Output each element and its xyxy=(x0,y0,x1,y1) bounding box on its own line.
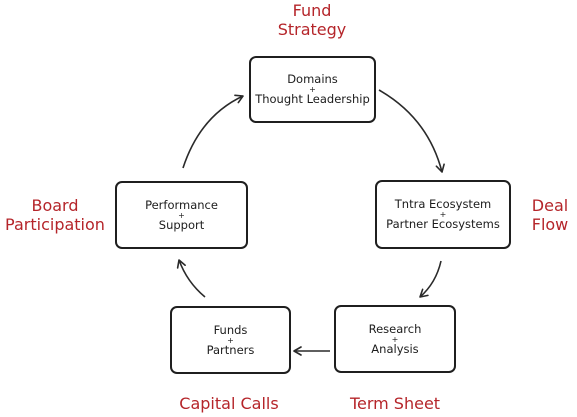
label-board-participation: Board Participation xyxy=(0,196,110,234)
arrow-domains-to-ecosystem xyxy=(378,89,445,173)
node-research-analysis: Research + Analysis xyxy=(334,305,456,373)
node-funds-line1: Funds xyxy=(213,322,248,337)
node-domains-line2: Thought Leadership xyxy=(255,92,370,106)
label-capital-calls: Capital Calls xyxy=(172,394,286,413)
node-research-line2: Analysis xyxy=(371,341,419,356)
node-funds-line2: Partners xyxy=(206,342,255,357)
label-deal-flow-line1: Deal xyxy=(531,196,569,215)
node-domains-thought-leadership: Domains + Thought Leadership xyxy=(249,56,376,123)
node-performance-support: Performance + Support xyxy=(115,181,248,249)
label-board-participation-line1: Board xyxy=(31,196,79,215)
node-funds-plus: + xyxy=(227,335,234,345)
node-performance-line2: Support xyxy=(158,217,205,232)
label-fund-strategy-line1: Fund xyxy=(292,1,332,20)
node-performance-line1: Performance xyxy=(145,197,218,212)
label-board-participation-line2: Participation xyxy=(5,215,105,234)
label-deal-flow-line2: Flow xyxy=(531,215,569,234)
node-funds-partners: Funds + Partners xyxy=(170,306,291,374)
label-capital-calls-text: Capital Calls xyxy=(179,394,279,413)
label-deal-flow: Deal Flow xyxy=(522,196,577,234)
label-term-sheet-text: Term Sheet xyxy=(349,394,441,413)
label-fund-strategy-line2: Strategy xyxy=(277,20,347,39)
arrow-funds-to-performance xyxy=(176,259,206,298)
node-tntra-partner-ecosystems: Tntra Ecosystem + Partner Ecosystems xyxy=(375,180,511,249)
node-research-line1: Research xyxy=(368,321,422,336)
node-ecosystem-plus: + xyxy=(439,210,447,219)
node-domains-line1: Domains xyxy=(287,72,338,86)
arrow-ecosystem-to-research xyxy=(419,260,442,298)
node-performance-plus: + xyxy=(178,210,185,220)
node-ecosystem-line2: Partner Ecosystems xyxy=(386,217,500,231)
label-fund-strategy: Fund Strategy xyxy=(262,1,362,39)
node-research-plus: + xyxy=(391,334,399,344)
arrow-performance-to-domains xyxy=(182,94,244,169)
label-term-sheet: Term Sheet xyxy=(340,394,450,413)
node-ecosystem-line1: Tntra Ecosystem xyxy=(394,197,492,211)
node-domains-plus: + xyxy=(309,85,316,94)
